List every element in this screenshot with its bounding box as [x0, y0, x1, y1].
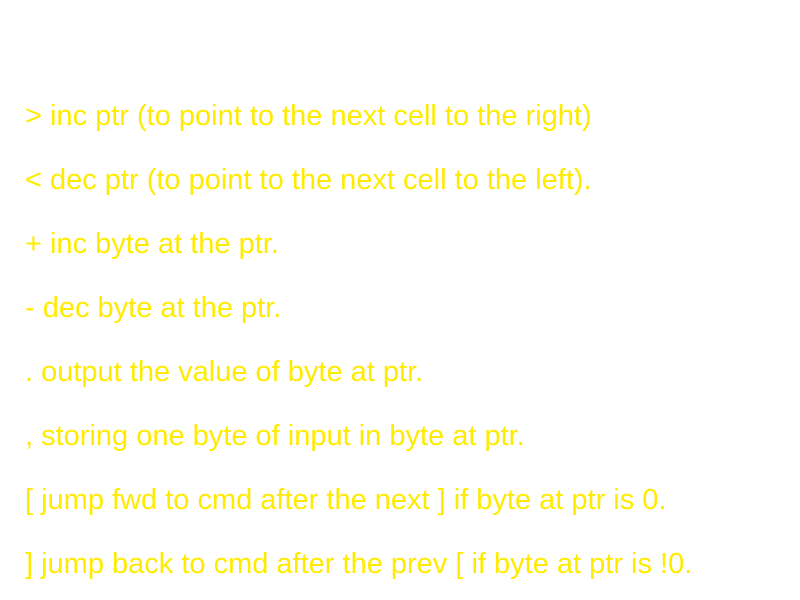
command-line-input: , storing one byte of input in byte at p… [25, 420, 525, 452]
command-line-inc-byte: + inc byte at the ptr. [25, 228, 279, 260]
command-list: > inc ptr (to point to the next cell to … [25, 84, 692, 596]
command-line-dec-byte: - dec byte at the ptr. [25, 292, 282, 324]
command-line-jump-fwd: [ jump fwd to cmd after the next ] if by… [25, 484, 667, 516]
command-line-jump-back: ] jump back to cmd after the prev [ if b… [25, 548, 693, 580]
command-line-dec-ptr: < dec ptr (to point to the next cell to … [25, 164, 592, 196]
command-line-inc-ptr: > inc ptr (to point to the next cell to … [25, 100, 592, 132]
command-line-output: . output the value of byte at ptr. [25, 356, 424, 388]
